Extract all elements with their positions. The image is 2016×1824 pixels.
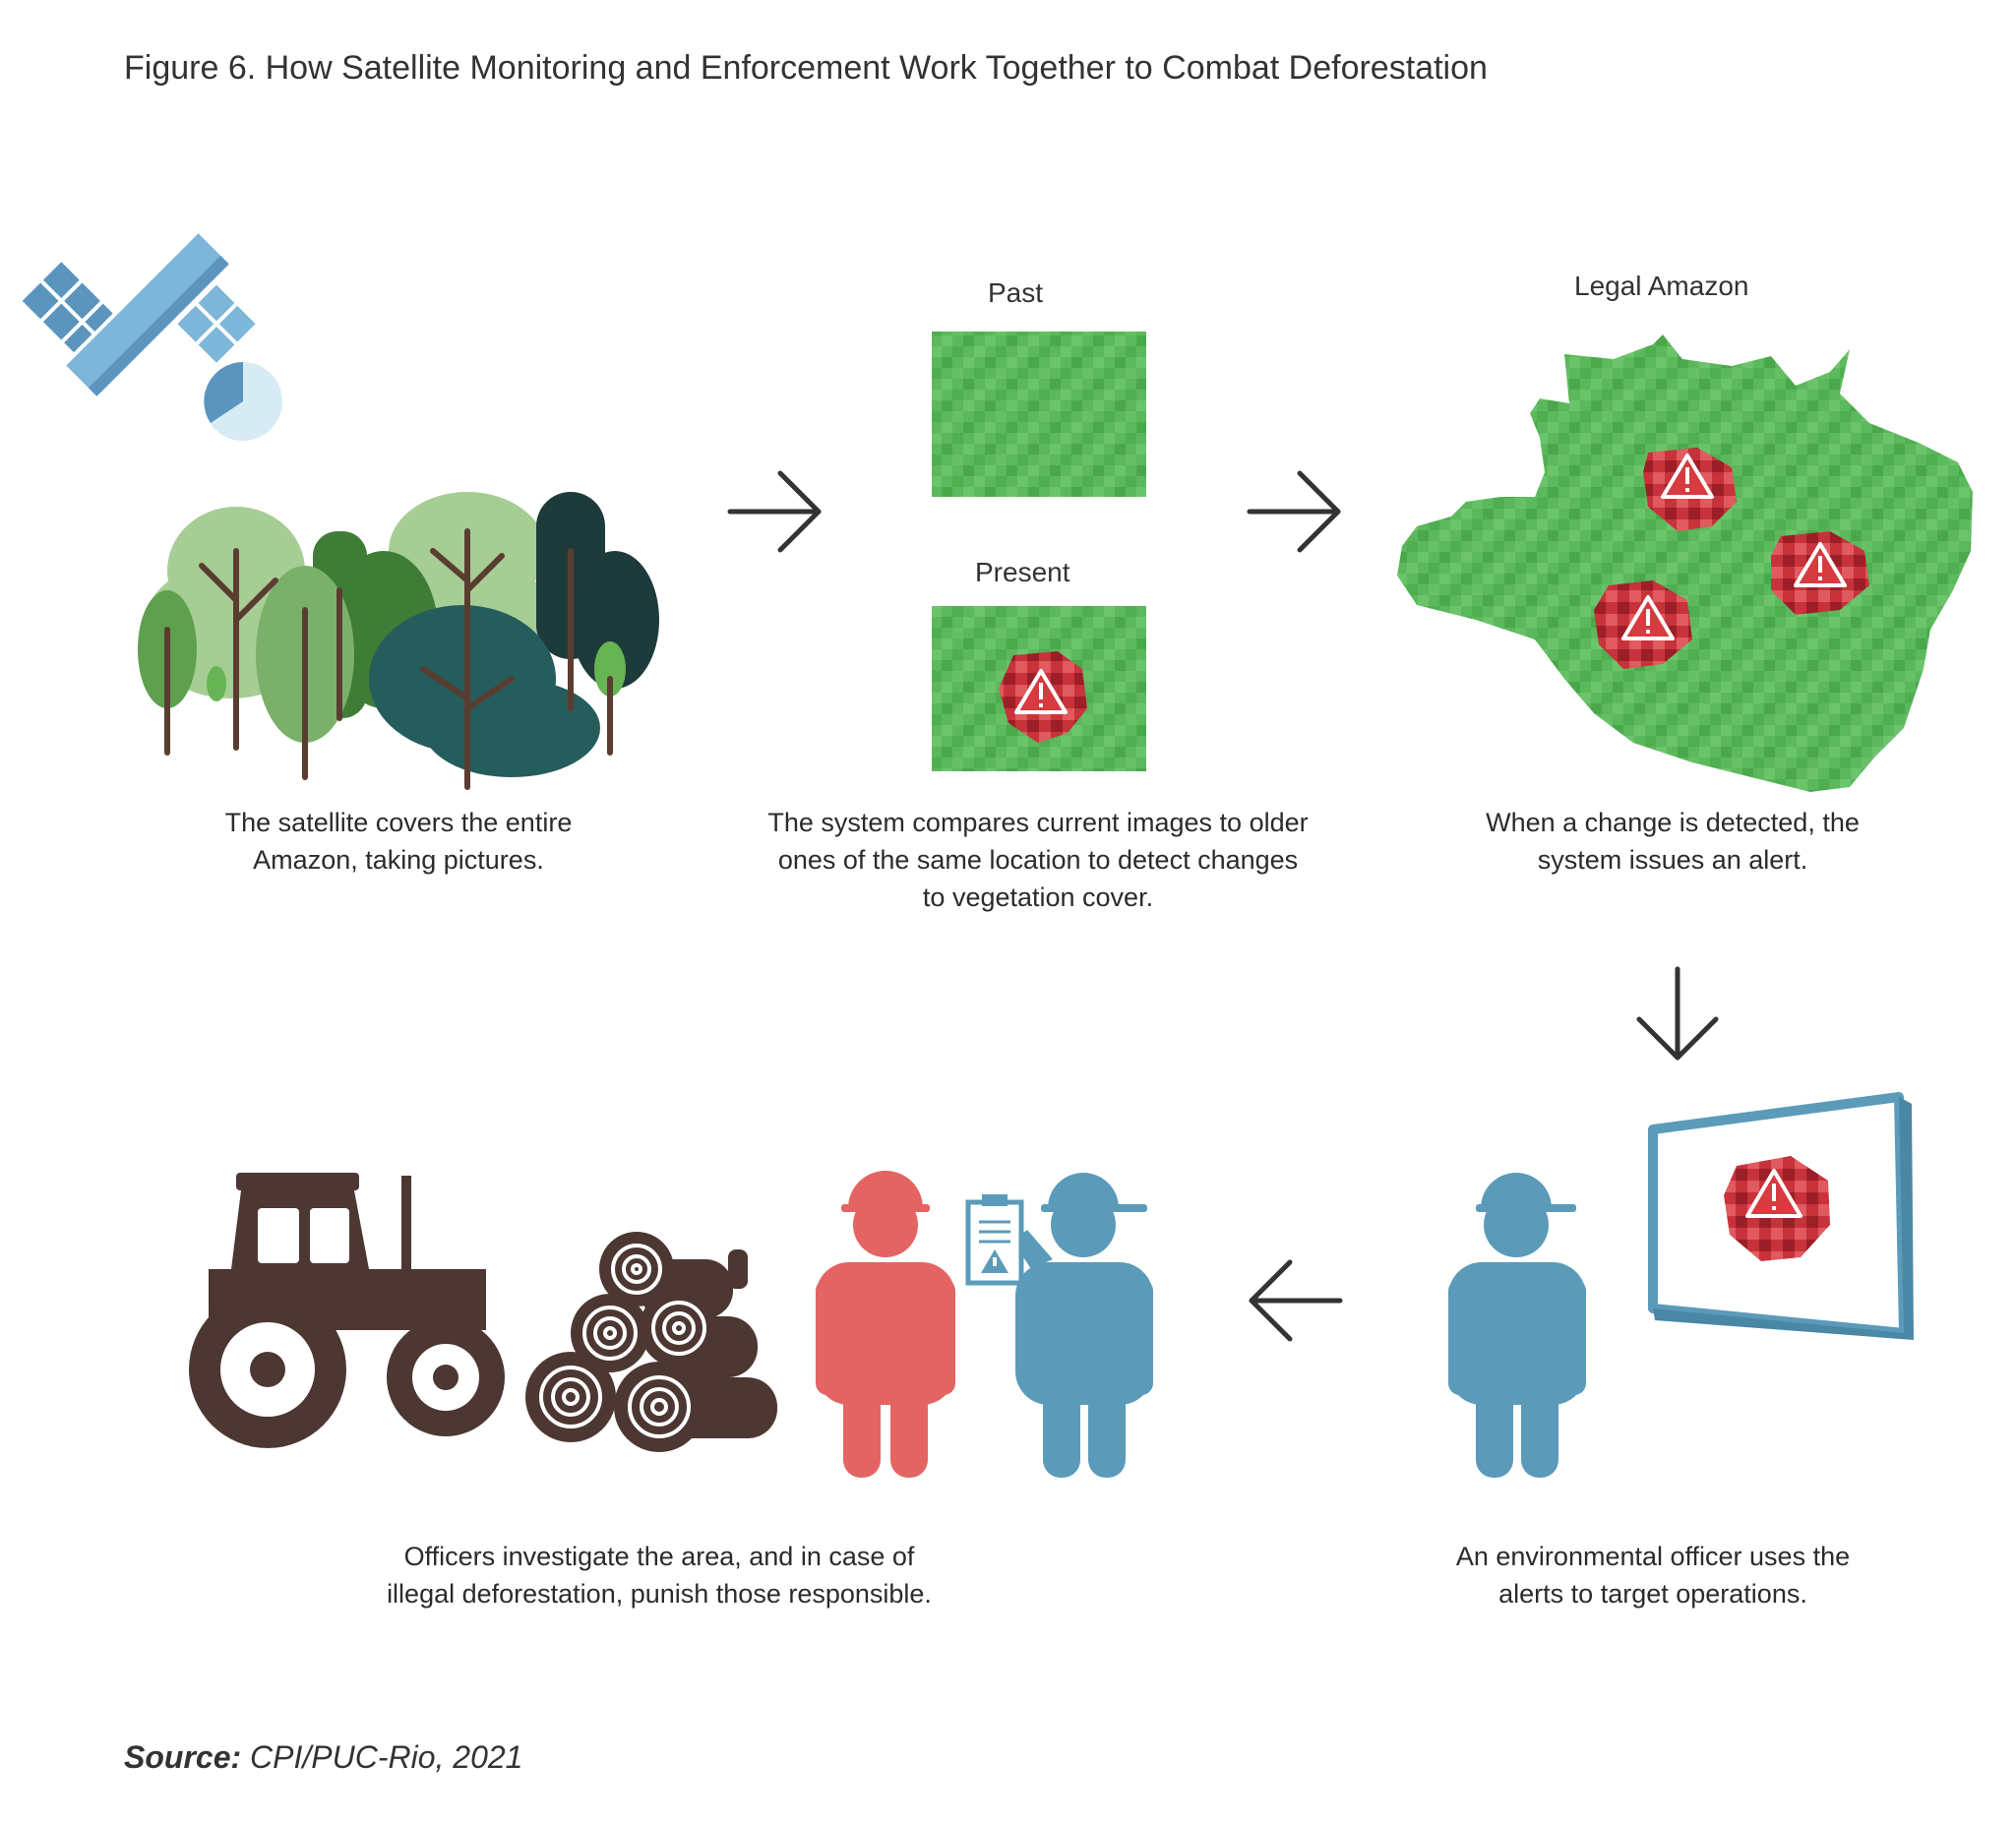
caption-alert: When a change is detected, the system is… xyxy=(1486,808,1860,875)
alert-warning-icon xyxy=(1794,542,1847,587)
label-legal-amazon: Legal Amazon xyxy=(1574,271,1749,301)
legal-amazon-map xyxy=(1397,334,1973,792)
satellite-icon xyxy=(22,233,282,441)
caption-officer: An environmental officer uses the alerts… xyxy=(1455,1542,1851,1609)
label-past: Past xyxy=(988,277,1044,308)
arrow-left-icon xyxy=(1249,1259,1343,1342)
alert-warning-icon xyxy=(1745,1169,1802,1218)
alert-warning-icon xyxy=(1014,669,1068,714)
source-prefix: Source: xyxy=(124,1739,242,1775)
tractor-illustration xyxy=(189,1173,505,1448)
offender-figure xyxy=(816,1171,955,1478)
past-satellite-image xyxy=(932,332,1146,497)
logs-pile-illustration xyxy=(525,1232,777,1452)
officer-with-clipboard-figure xyxy=(965,1173,1153,1478)
caption-investigate: Officers investigate the area, and in ca… xyxy=(387,1542,932,1609)
environmental-officer-figure xyxy=(1448,1173,1586,1478)
present-satellite-image xyxy=(932,606,1146,771)
source-text: CPI/PUC-Rio, 2021 xyxy=(250,1739,523,1775)
monitor-screen xyxy=(1648,1092,1914,1340)
forest-trees-illustration xyxy=(138,492,659,790)
alert-warning-icon xyxy=(1661,454,1714,499)
label-present: Present xyxy=(975,557,1070,587)
source-note: Source: CPI/PUC-Rio, 2021 xyxy=(124,1739,522,1776)
alert-warning-icon xyxy=(1621,595,1675,640)
caption-satellite: The satellite covers the entire Amazon, … xyxy=(224,808,573,875)
arrow-right-1-icon xyxy=(727,470,822,553)
caption-compare: The system compares current images to ol… xyxy=(767,808,1309,912)
arrow-down-icon xyxy=(1636,966,1719,1061)
figure-title: Figure 6. How Satellite Monitoring and E… xyxy=(124,49,1488,87)
arrow-right-2-icon xyxy=(1247,470,1341,553)
clipboard-icon xyxy=(965,1194,1024,1286)
